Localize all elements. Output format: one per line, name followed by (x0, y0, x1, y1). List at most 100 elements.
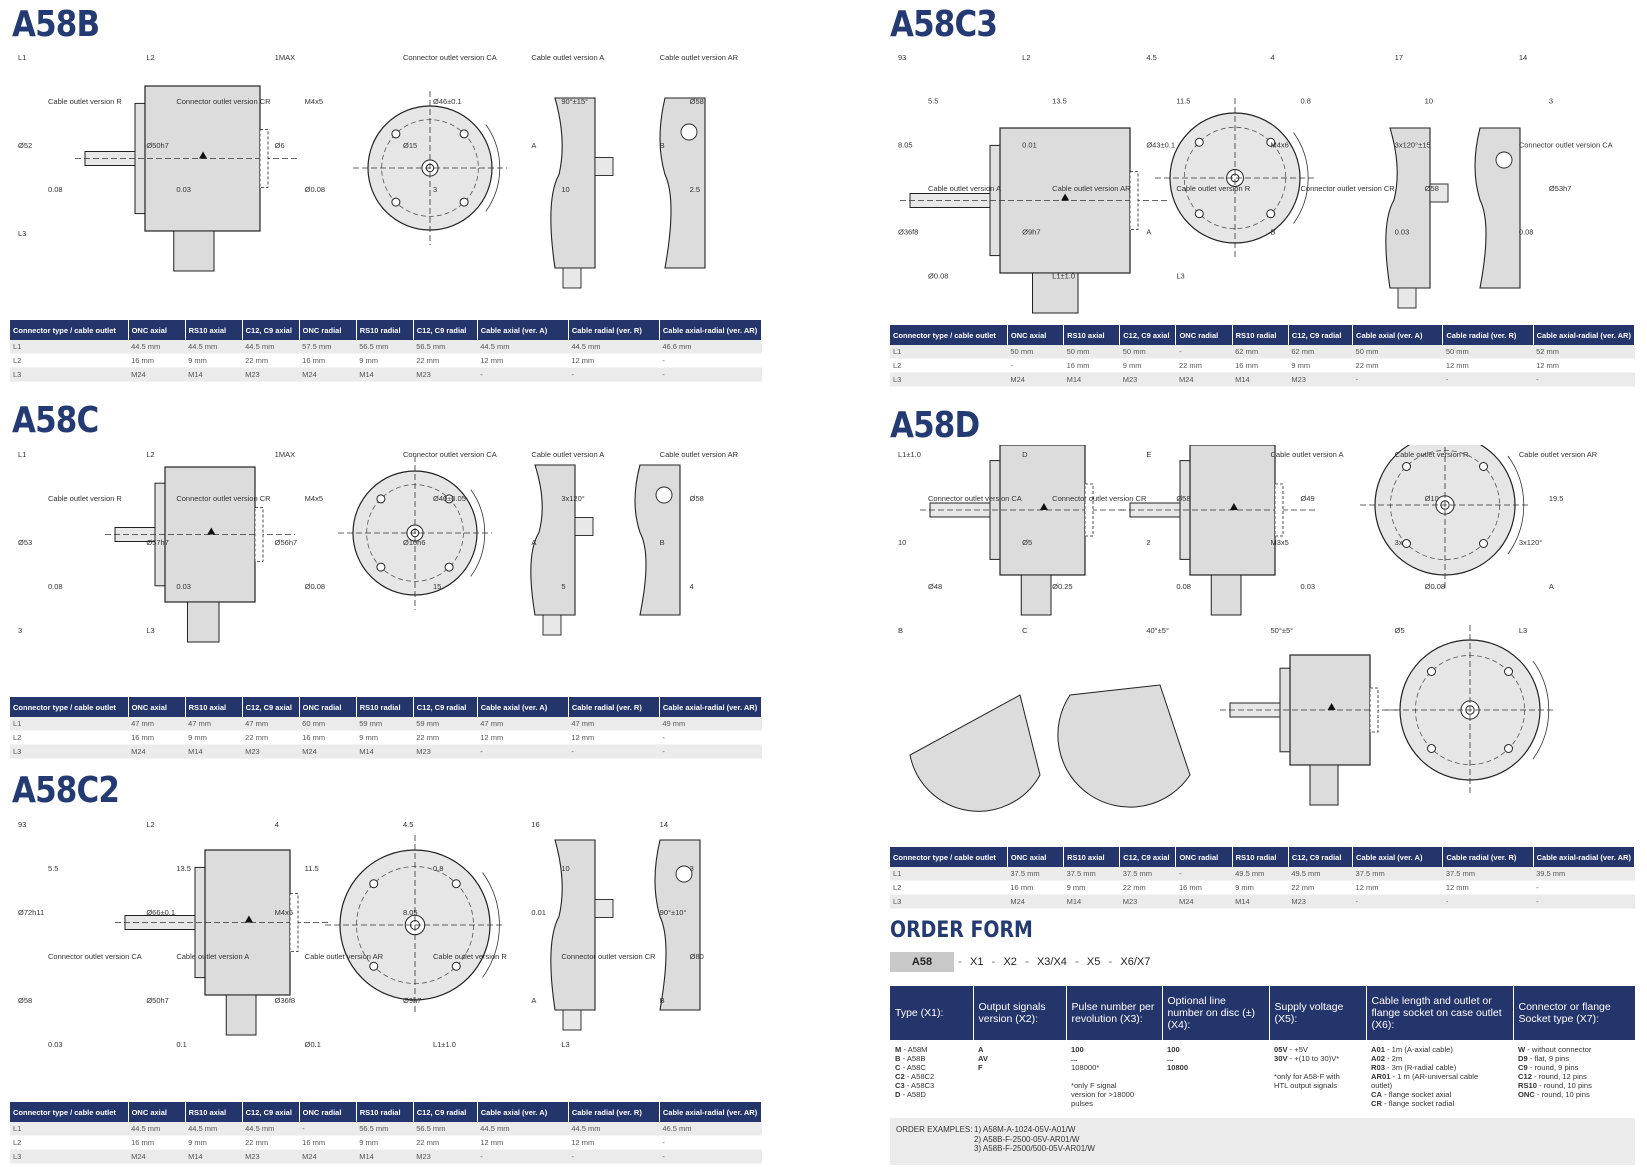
section-title-a58b: A58B (12, 4, 100, 45)
datum-a-marker (1327, 703, 1336, 710)
table-cell: 52 mm (1533, 345, 1635, 359)
table-cell: 22 mm (1288, 880, 1353, 895)
section-title-a58c3: A58C3 (890, 4, 998, 45)
table-cell: - (568, 744, 660, 759)
table-cell: M23 (413, 1149, 478, 1164)
dimension-label: 19.5 (1549, 494, 1564, 503)
dimension-label: Ø0.08 (305, 582, 325, 591)
table-cell: 9 mm (1119, 358, 1176, 373)
table-cell: 12 mm (1442, 880, 1534, 895)
dimension-label: 0.8 (433, 864, 443, 873)
dimension-label: Ø57h7 (146, 538, 169, 547)
dimension-label: 3 (690, 864, 694, 873)
table-cell: L1 (10, 717, 129, 731)
dimension-label: 14 (1519, 53, 1527, 62)
order-column-values: 100...10800 (1162, 1040, 1269, 1115)
order-slot-x1: X1 (970, 956, 984, 968)
dimension-label: Ø53h7 (1549, 184, 1572, 193)
table-cell: 9 mm (185, 353, 243, 368)
datum-a-marker (244, 915, 253, 923)
table-cell: - (477, 367, 569, 382)
dimension-label: 0.01 (531, 908, 546, 917)
dimension-label: Ø36f8 (275, 996, 295, 1005)
dimension-label: Cable outlet version A (531, 53, 604, 62)
order-slot-x5: X5 (1086, 956, 1101, 968)
table-header: Cable axial (ver. A) (1352, 847, 1444, 867)
table-cell: - (568, 1149, 660, 1164)
dimension-label: L2 (146, 53, 154, 62)
table-header: Cable radial (ver. R) (1442, 325, 1534, 345)
order-slot-x2: X2 (1003, 956, 1017, 968)
cable-ar-outlet (675, 865, 693, 883)
mounting-hole (391, 129, 401, 139)
dimension-label: L2 (1022, 53, 1030, 62)
dimension-label: E (1146, 450, 1151, 459)
table-cell: 44.5 mm (242, 1122, 300, 1136)
mounting-hole (391, 197, 401, 207)
dimension-label: 90°±10° (660, 908, 687, 917)
table-cell: 44.5 mm (477, 340, 569, 354)
dimension-label: Ø49 (1301, 494, 1315, 503)
table-cell: 62 mm (1288, 345, 1353, 359)
mounting-hole (451, 961, 461, 971)
mounting-hole (369, 961, 379, 971)
dimension-label: L2 (146, 820, 154, 829)
radial-connector (173, 230, 215, 272)
cable-ar-outlet (655, 486, 673, 504)
order-option: 108000* (1071, 1062, 1100, 1072)
table-cell: 50 mm (1442, 345, 1534, 359)
table-cell: M14 (185, 367, 243, 382)
dimension-label: 10 (1425, 97, 1433, 106)
dimension-label: 17 (1395, 53, 1403, 62)
table-cell: M23 (242, 744, 300, 759)
table-cell: 56.5 mm (356, 340, 414, 354)
angle-arc (1293, 132, 1309, 224)
mounting-hole (376, 562, 386, 572)
datum-a-marker (1229, 503, 1238, 510)
table-cell: - (659, 353, 762, 368)
section-title-a58c2: A58C2 (12, 770, 120, 811)
table-header: C12, C9 axial (242, 320, 300, 340)
view-e (1057, 684, 1191, 808)
table-header: Cable radial (ver. R) (568, 320, 660, 340)
mounting-hole (1427, 667, 1436, 676)
order-code-base: A58 (890, 952, 954, 972)
table-cell: L2 (10, 1135, 129, 1150)
dimension-label: 0.08 (1176, 582, 1191, 591)
table-cell: - (1533, 880, 1635, 895)
dimension-label: Ø43±0.1 (1146, 140, 1175, 149)
table-header: RS10 axial (1063, 847, 1121, 867)
table-cell: - (1442, 894, 1534, 909)
dimension-label: 2.5 (690, 185, 700, 194)
table-cell: 47 mm (185, 717, 243, 731)
order-option: AR01 - 1 m (AR-universal cable (1371, 1071, 1479, 1081)
dimension-label: Ø6 (275, 141, 285, 150)
order-code-row: A58 - X1 - X2 - X3/X4 - X5 - X6/X7 (890, 952, 1154, 972)
angle-arc (470, 489, 486, 577)
order-option: ... (1071, 1053, 1078, 1063)
dimension-label: Cable outlet version R (48, 494, 122, 503)
table-cell: 47 mm (477, 717, 569, 731)
mounting-hole (1266, 137, 1276, 147)
dimension-label: 4.5 (403, 820, 413, 829)
table-header: C12, C9 axial (1119, 325, 1177, 345)
table-cell: M24 (1175, 372, 1233, 387)
table-header: ONC radial (1175, 325, 1233, 345)
order-option: 100 (1071, 1045, 1084, 1054)
order-option: HTL output signals (1274, 1080, 1338, 1090)
table-header: Cable axial-radial (ver. AR) (1533, 325, 1636, 345)
table-cell: 22 mm (413, 353, 478, 368)
dimension-label: 0.03 (176, 185, 191, 194)
cable-gland (574, 517, 594, 536)
dimension-label: 1MAX (275, 53, 295, 62)
order-option: ONC - round, 10 pins (1518, 1089, 1590, 1099)
order-option: outlet) (1371, 1080, 1393, 1090)
order-option: W - without connector (1518, 1045, 1592, 1054)
table-cell: M14 (185, 744, 243, 759)
order-column-header: Connector or flange Socket type (X7): (1513, 986, 1636, 1040)
dimension-label: Ø53 (18, 538, 32, 547)
